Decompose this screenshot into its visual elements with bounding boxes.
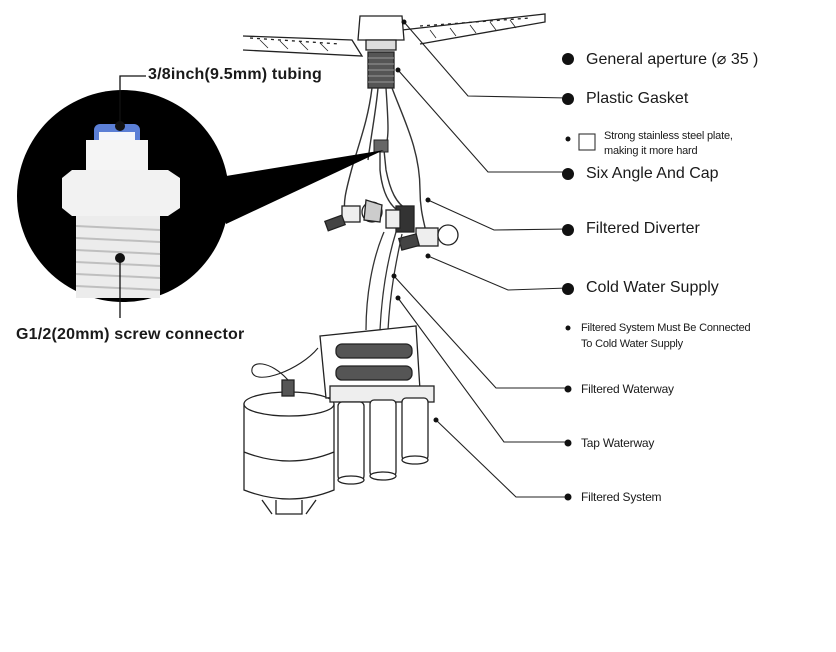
steel-plate-label-line1: Strong stainless steel plate, xyxy=(604,130,733,142)
cold-water-supply-label: Cold Water Supply xyxy=(586,279,719,296)
filtered-system-label: Filtered System xyxy=(581,490,662,504)
steel-plate-label-line2: making it more hard xyxy=(604,145,698,157)
six-angle-cap-label: Six Angle And Cap xyxy=(586,165,719,182)
left-angle-valve xyxy=(323,199,383,232)
pressure-tank xyxy=(243,347,335,515)
faucet-shank xyxy=(357,15,405,89)
tap-waterway-label: Tap Waterway xyxy=(581,436,655,450)
connector-leaders xyxy=(119,75,146,318)
filtered-diverter-label: Filtered Diverter xyxy=(586,220,700,237)
leader-lines xyxy=(393,21,569,498)
label-bullets xyxy=(562,53,574,501)
steel-plate-checkbox-icon xyxy=(578,133,596,151)
cold-note-line1: Filtered System Must Be Connected xyxy=(581,322,751,334)
hose-coupling xyxy=(373,139,389,153)
callout-pointer xyxy=(214,150,384,224)
supply-lines xyxy=(365,231,403,331)
filtered-waterway-label: Filtered Waterway xyxy=(581,382,674,396)
plastic-gasket-label: Plastic Gasket xyxy=(586,90,689,107)
screw-connector-label: G1/2(20mm) screw connector xyxy=(16,326,245,343)
cold-note-line2: To Cold Water Supply xyxy=(581,338,683,350)
filtered-diverter xyxy=(385,205,459,251)
general-aperture-label: General aperture (⌀ 35 ) xyxy=(586,51,759,68)
countertop xyxy=(242,13,546,57)
tubing-label: 3/8inch(9.5mm) tubing xyxy=(148,66,322,83)
leader-dots xyxy=(391,19,439,423)
filter-system xyxy=(319,325,435,485)
push-fit-connector xyxy=(62,121,180,298)
